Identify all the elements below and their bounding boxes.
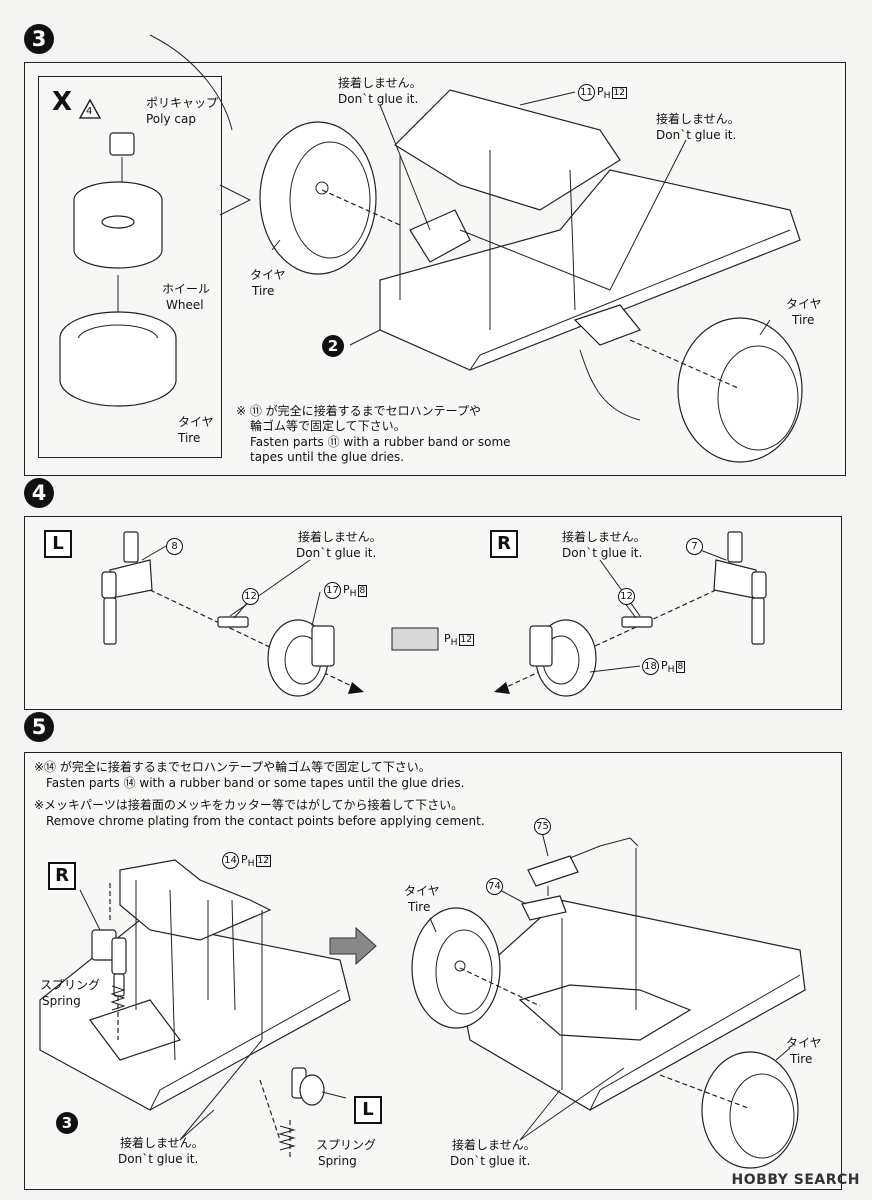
polycap-label-en: Poly cap [146, 112, 196, 126]
inset-tire-label-en: Tire [178, 431, 201, 445]
spring-left-label-en: Spring [42, 994, 81, 1008]
step-5-tire-label-ja-2: タイヤ [786, 1036, 822, 1050]
polycap-shape [109, 132, 135, 156]
front-tire-label-ja: タイヤ [250, 268, 286, 282]
next-arrow-icon [329, 926, 377, 966]
step-5-note2-ja: ※メッキパーツは接着面のメッキをカッター等ではがしてから接着して下さい。 [34, 798, 464, 812]
step-5-noglue-en-right: Don`t glue it. [450, 1154, 531, 1168]
step-4-right-badge: R [490, 530, 518, 558]
step-3-note-en-1: Fasten parts ⑪ with a rubber band or som… [250, 435, 511, 449]
inset-warn-number: 4 [86, 106, 93, 117]
step-5-noglue-ja-left: 接着しません。 [120, 1136, 204, 1150]
wheel-label-en: Wheel [166, 298, 204, 312]
part-12-right-callout: 12 [618, 588, 635, 605]
front-tire-label-en: Tire [252, 284, 275, 298]
step-5-tire-label-ja-1: タイヤ [404, 884, 440, 898]
part-74-callout: 74 [486, 878, 503, 895]
step-5-noglue-ja-right: 接着しません。 [452, 1138, 536, 1152]
step-3-note-ja-1: ※ ⑪ が完全に接着するまでセロハンテープや [236, 404, 481, 418]
part-75-callout: 75 [534, 818, 551, 835]
part-11-number: 11 [578, 84, 595, 101]
spring-right-label-ja: スプリング [316, 1138, 377, 1152]
watermark: HOBBY SEARCH [731, 1172, 860, 1188]
part-11-shape [394, 89, 621, 211]
step-4-number: 4 [24, 478, 54, 508]
ref-step-3: 3 [56, 1112, 78, 1134]
step-4-left-badge: L [44, 530, 72, 558]
rear-tire-label-en: Tire [792, 313, 815, 327]
step-5-right-badge: R [48, 862, 76, 890]
part-7-callout: 7 [686, 538, 703, 555]
inset-marker: X [52, 87, 73, 117]
noglue-label-ja-1: 接着しません。 [338, 76, 422, 90]
step-5-note1-ja: ※⑭ が完全に接着するまでセロハンテープや輪ゴム等で固定して下さい。 [34, 760, 431, 774]
inset-tire-label-ja: タイヤ [178, 415, 214, 429]
step-4-noglue-en-right: Don`t glue it. [562, 546, 643, 560]
step-5-note2-en: Remove chrome plating from the contact p… [46, 814, 485, 828]
polycap-label-ja: ポリキャップ [146, 96, 219, 110]
step-5-number: 5 [24, 712, 54, 742]
rear-tire-label-ja: タイヤ [786, 297, 822, 311]
step-5-tire-label-en-1: Tire [408, 900, 431, 914]
step-4-noglue-en-left: Don`t glue it. [296, 546, 377, 560]
noglue-label-ja-2: 接着しません。 [656, 112, 740, 126]
step-4-noglue-ja-left: 接着しません。 [298, 530, 382, 544]
noglue-label-en-1: Don`t glue it. [338, 92, 419, 106]
part-8-callout: 8 [166, 538, 183, 555]
step-5-note1-en: Fasten parts ⑭ with a rubber band or som… [46, 776, 465, 790]
part-11-runner: 12 [611, 87, 627, 99]
step-5-tire-label-en-2: Tire [790, 1052, 813, 1066]
step-5-noglue-en-left: Don`t glue it. [118, 1152, 199, 1166]
step-3-number: 3 [24, 24, 54, 54]
noglue-label-en-2: Don`t glue it. [656, 128, 737, 142]
ref-step-2: 2 [322, 335, 344, 357]
step-3-note-ja-2: 輪ゴム等で固定して下さい。 [250, 419, 406, 433]
step-4-frame [24, 516, 842, 710]
step-4-noglue-ja-right: 接着しません。 [562, 530, 646, 544]
step-3-note-en-2: tapes until the glue dries. [250, 450, 405, 464]
step-5-left-badge: L [354, 1096, 382, 1124]
spring-left-label-ja: スプリング [40, 978, 101, 992]
wheel-label-ja: ホイール [162, 282, 211, 296]
spring-right-label-en: Spring [318, 1154, 357, 1168]
part-12-left-callout: 12 [242, 588, 259, 605]
